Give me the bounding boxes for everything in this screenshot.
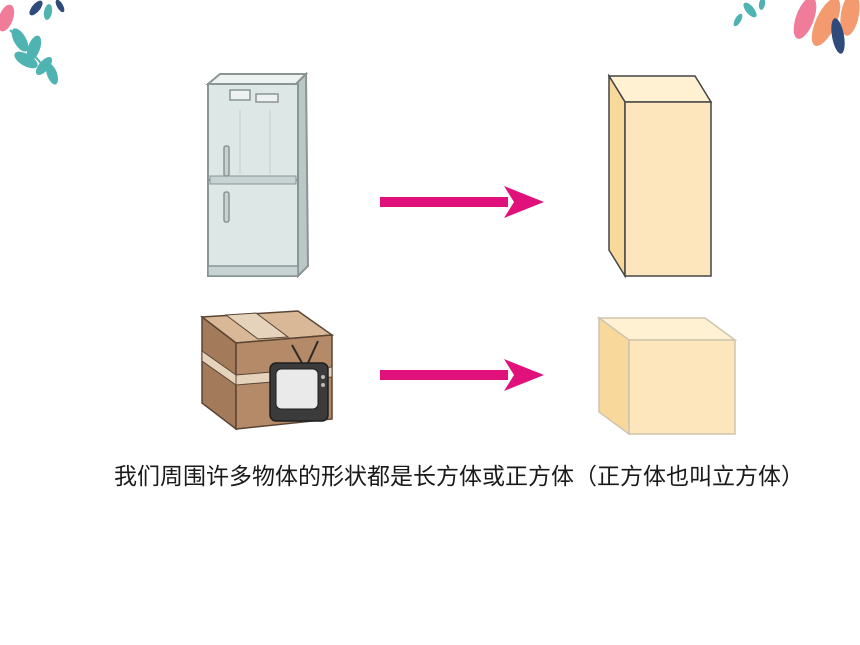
right-arrow-icon bbox=[380, 186, 544, 218]
refrigerator-icon bbox=[205, 71, 310, 279]
leaf-decoration-top-right bbox=[733, 0, 860, 54]
leaf-decoration-top-left bbox=[0, 0, 65, 85]
tv-box-icon bbox=[199, 310, 335, 431]
cuboid-shape bbox=[607, 73, 713, 279]
right-arrow-icon bbox=[380, 359, 544, 391]
caption-text: 我们周围许多物体的形状都是长方体或正方体（正方体也叫立方体） bbox=[114, 464, 804, 490]
cube-shape bbox=[596, 316, 738, 436]
